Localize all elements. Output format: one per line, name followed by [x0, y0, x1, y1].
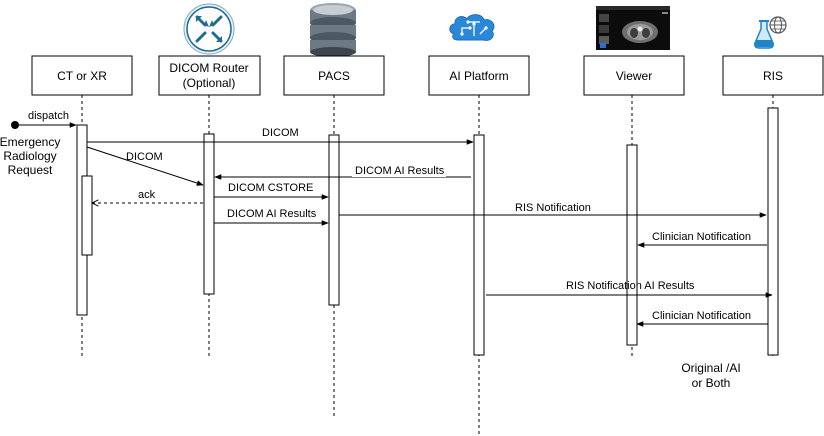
- activation-viewer: [626, 144, 638, 346]
- participant-box-router: [158, 55, 261, 96]
- dispatch-label: dispatch: [28, 110, 69, 122]
- msg-dicom-to-router-label: DICOM: [126, 151, 163, 163]
- msg-cstore-label: DICOM CSTORE: [228, 182, 313, 194]
- lifelines: [81, 95, 774, 436]
- participant-pacs-label: PACS: [318, 69, 350, 83]
- brain-circuit-icon: [449, 14, 495, 41]
- initiator-label-line1: Emergency: [0, 135, 60, 149]
- activation-ct-nested: [81, 175, 93, 256]
- participant-router-sublabel: (Optional): [183, 76, 236, 90]
- participant-viewer-label: Viewer: [616, 69, 652, 83]
- flask-globe-icon: [754, 16, 787, 49]
- footnote-line1: Original /AI: [681, 361, 740, 375]
- label-bg-ai-results: [352, 163, 446, 177]
- msg-clinician-1-label: Clinician Notification: [652, 231, 751, 243]
- participant-box-ct: [31, 55, 133, 96]
- msg-clinician-2-label: Clinician Notification: [652, 310, 751, 322]
- msg-ack-label: ack: [138, 189, 156, 201]
- participant-ct-label: CT or XR: [57, 69, 107, 83]
- initiator-label-line2: Radiology: [3, 149, 56, 163]
- activation-ai: [473, 134, 485, 356]
- participant-box-ai: [428, 55, 530, 96]
- participant-box-pacs: [283, 55, 385, 96]
- initiator-label-line3: Request: [8, 163, 53, 177]
- router-icon: [183, 3, 235, 55]
- participant-ai-label: AI Platform: [449, 69, 508, 83]
- msg-dicom-to-router: [86, 146, 204, 186]
- activation-pacs: [328, 134, 340, 306]
- ct-viewer-screenshot-icon: [596, 6, 670, 50]
- msg-ai-results-to-pacs-label: DICOM AI Results: [227, 208, 317, 220]
- participant-box-viewer: [583, 55, 685, 96]
- msg-ris-notification-ai-label: RIS Notification AI Results: [566, 280, 695, 292]
- participant-ris-label: RIS: [763, 69, 783, 83]
- activation-ris: [767, 107, 779, 356]
- footnote-line2: or Both: [692, 376, 731, 390]
- participant-router-label: DICOM Router: [169, 61, 248, 75]
- activation-router: [203, 133, 215, 295]
- initiator-dot: [11, 121, 19, 129]
- msg-dicom-to-ai-label: DICOM: [262, 127, 299, 139]
- msg-ai-results-to-router-label: DICOM AI Results: [355, 165, 445, 177]
- participant-box-ris: [722, 55, 824, 96]
- msg-ris-notification-label: RIS Notification: [515, 202, 591, 214]
- database-icon: [310, 3, 356, 57]
